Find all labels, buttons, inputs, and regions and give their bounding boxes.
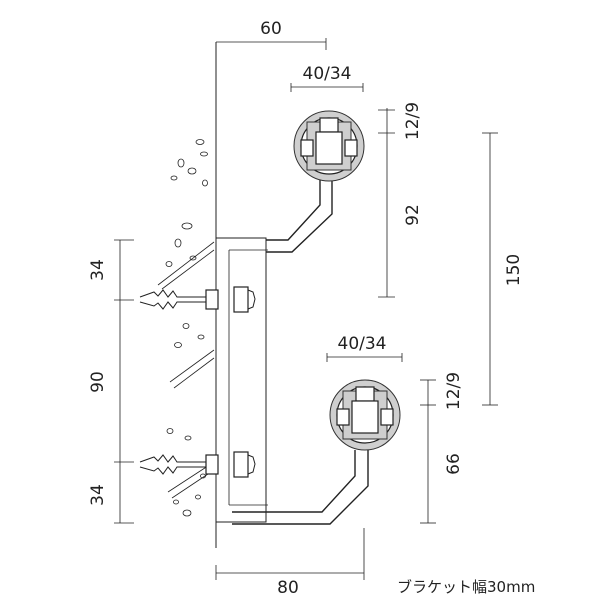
dim-anchor-top: 34 <box>88 259 108 281</box>
lower-arm-outer <box>232 450 356 513</box>
wall-hatch <box>157 241 215 499</box>
dim-anchor-mid: 90 <box>88 371 108 393</box>
dim-rail-lower: 40/34 <box>338 334 387 354</box>
dim-anchor-bottom: 34 <box>88 484 108 506</box>
lower-arm-inner <box>232 450 369 525</box>
wall-aggregate <box>165 139 208 517</box>
dimension-lines: 60 40/34 40/34 80 12/9 92 150 12/9 66 34… <box>88 19 524 598</box>
dim-gap-upper: 12/9 <box>403 102 423 140</box>
dim-gap-lower: 12/9 <box>444 372 464 410</box>
dim-rail-upper: 40/34 <box>303 64 352 84</box>
anchor-bolt-lower <box>139 451 256 478</box>
dim-total-height: 150 <box>504 254 524 286</box>
upper-arm-outer <box>266 170 321 241</box>
lower-handrail <box>329 379 401 451</box>
upper-arm-inner <box>266 170 333 253</box>
upper-handrail <box>293 110 365 182</box>
bracket-width-note: ブラケット幅30mm <box>397 578 535 596</box>
dim-drop-upper: 92 <box>403 204 423 226</box>
dim-drop-lower: 66 <box>444 453 464 475</box>
dim-bottom-width: 80 <box>277 578 299 598</box>
base-plate <box>215 237 267 523</box>
dim-top-width: 60 <box>260 19 282 39</box>
anchor-bolt-upper <box>139 286 256 313</box>
